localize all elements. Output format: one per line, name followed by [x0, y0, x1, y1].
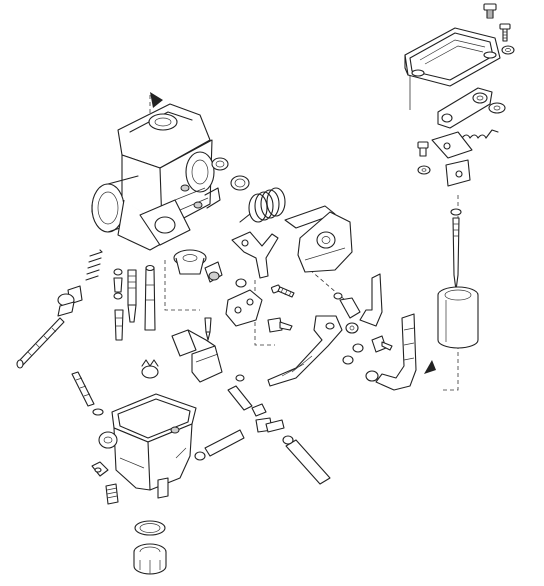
spring-collar — [211, 157, 250, 191]
needle-valve — [204, 261, 223, 283]
lever-bolt — [267, 317, 293, 333]
return-spring — [239, 187, 286, 223]
float-pivot-bracket — [225, 289, 263, 327]
main-jet — [113, 268, 123, 300]
piston-arrow — [424, 360, 436, 374]
choke-tube — [339, 273, 383, 327]
link-bracket — [431, 131, 473, 187]
choke-lever — [267, 315, 343, 387]
needle-jet — [127, 269, 137, 306]
throttle-drum — [284, 205, 353, 273]
throttle-piston — [437, 286, 479, 349]
small-bolt-right — [499, 23, 511, 42]
pilot-screw — [71, 371, 104, 416]
bowl-o-ring — [134, 520, 166, 536]
spring-left — [85, 249, 103, 281]
choke-bolt — [371, 335, 393, 353]
jet-needle — [450, 208, 462, 291]
fuel-hose-short — [227, 374, 253, 411]
float-pin-holder — [141, 359, 159, 379]
top-cover-bolt — [483, 3, 497, 19]
choke-clip — [345, 322, 359, 334]
bowl-bolt — [105, 483, 119, 505]
throttle-link-plate — [437, 87, 493, 129]
small-washer-mid — [235, 278, 247, 288]
link-screw — [417, 141, 431, 175]
float-bowl — [98, 393, 197, 499]
link-spring — [461, 129, 499, 139]
throttle-lever-arm — [231, 231, 279, 279]
float-needle — [204, 317, 212, 341]
fuel-joint — [251, 403, 285, 433]
float-needle-seat — [173, 249, 207, 275]
mid-bolt — [270, 284, 295, 298]
top-cover-washer — [501, 45, 515, 55]
vent-tube — [365, 313, 417, 391]
body-arrow — [150, 92, 163, 108]
bowl-drain-plug — [133, 543, 167, 575]
top-cover — [404, 27, 501, 87]
float — [171, 329, 223, 383]
carburetor-body — [91, 103, 221, 251]
bowl-clip — [91, 461, 109, 477]
slow-jet — [144, 264, 156, 331]
jet-bleed — [127, 304, 137, 323]
fuel-hose-long — [194, 429, 331, 485]
idle-screw — [16, 317, 65, 369]
jet-holder — [57, 285, 83, 317]
link-washer — [488, 102, 506, 114]
starter-jet — [114, 309, 124, 341]
small-washers — [333, 292, 364, 365]
